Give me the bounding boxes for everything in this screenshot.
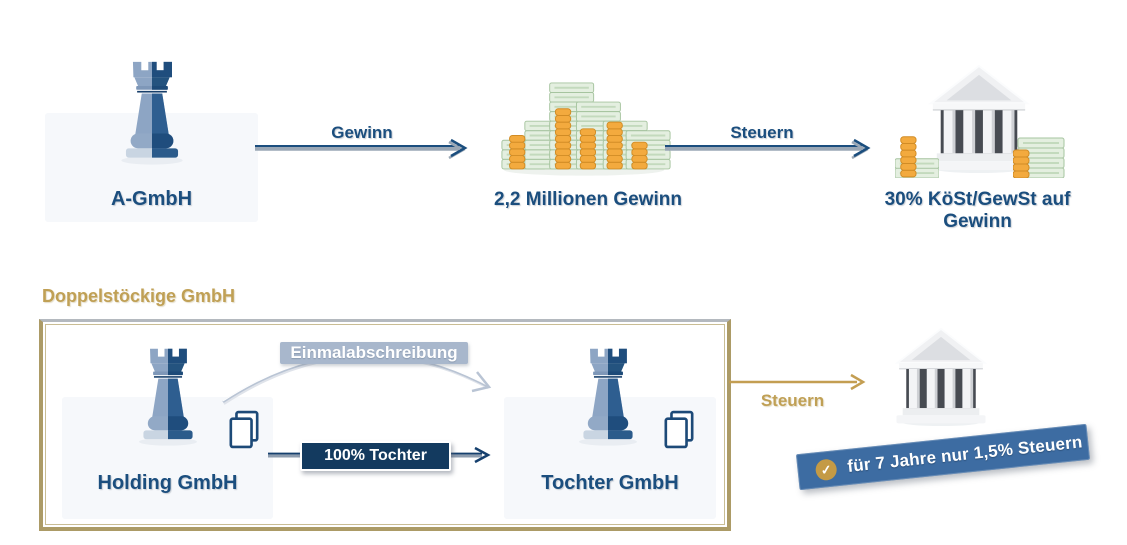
money-pile-icon: [500, 73, 672, 177]
tax-ribbon-label: für 7 Jahre nur 1,5% Steuern: [846, 432, 1084, 476]
steuern-arrow-gold: [729, 373, 866, 391]
checkmark-icon: ✓: [814, 457, 838, 481]
money-pile-label: 2,2 Millionen Gewinn: [494, 189, 682, 210]
steuern-arrow-top: [665, 138, 871, 159]
steuern-arrow-gold-label: Steuern: [760, 391, 825, 410]
rook-icon-holding: [128, 347, 208, 447]
gewinn-arrow: [255, 138, 468, 159]
steuern-arrow-top-label: Steuern: [730, 123, 794, 142]
gewinn-arrow-label: Gewinn: [331, 123, 393, 142]
writeoff-label: Einmalabschreibung: [280, 342, 468, 364]
documents-icon-tochter: [663, 410, 695, 450]
bank-icon-bottom: [892, 327, 990, 427]
holding-label: Holding GmbH: [97, 472, 238, 494]
bank-money-left-icon: [895, 128, 939, 178]
tochter-label: Tochter GmbH: [541, 472, 679, 494]
ownership-pill-label: 100% Tochter: [300, 441, 451, 471]
bank-money-right-icon: [1013, 126, 1065, 178]
a-gmbh-label: A-GmbH: [110, 188, 193, 210]
documents-icon-holding: [228, 410, 260, 450]
rook-icon-a-gmbh: [110, 60, 194, 166]
group-title: Doppelstöckige GmbH: [42, 286, 236, 306]
tax-ribbon: ✓ für 7 Jahre nur 1,5% Steuern: [795, 423, 1091, 491]
bank-top-label: 30% KöSt/GewSt auf Gewinn: [884, 189, 1071, 232]
rook-icon-tochter: [568, 347, 648, 447]
